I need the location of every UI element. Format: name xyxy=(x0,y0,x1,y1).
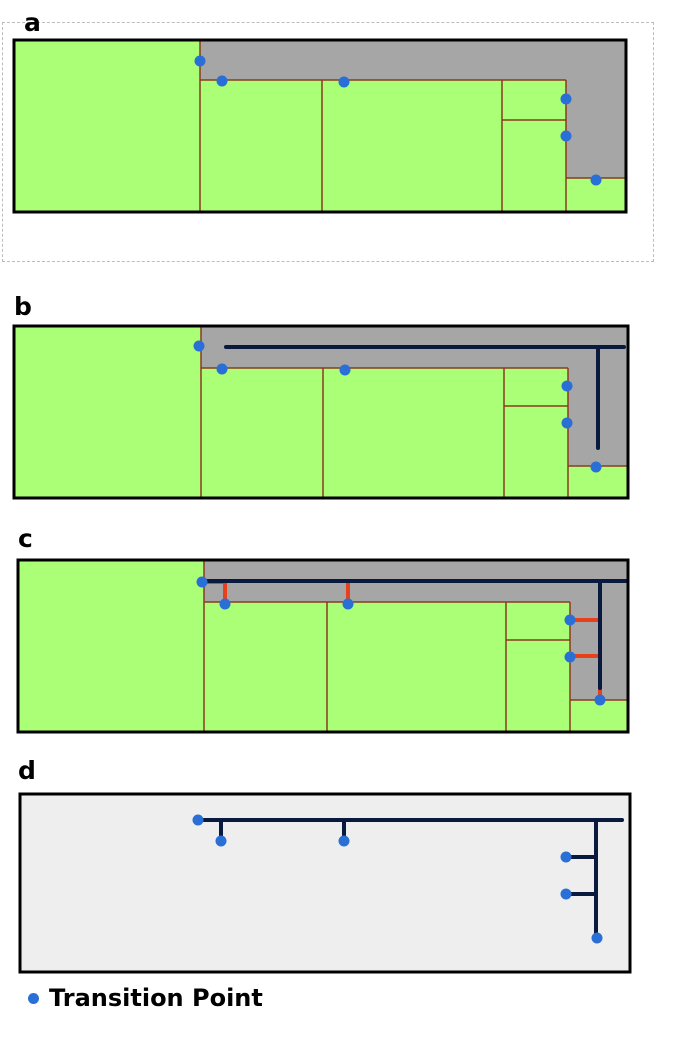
transition-point xyxy=(192,814,204,826)
transition-point xyxy=(560,851,572,863)
panel-a-dashed-frame xyxy=(2,22,654,262)
transition-point xyxy=(216,75,228,87)
transition-point xyxy=(561,417,573,429)
panel-b-diagram xyxy=(12,324,630,500)
panel-label-d: d xyxy=(18,756,36,785)
transition-point xyxy=(194,55,206,67)
panel-c-corridor xyxy=(204,560,628,700)
panel-d-transition-points xyxy=(192,814,603,944)
legend-label: Transition Point xyxy=(49,984,263,1012)
transition-point xyxy=(342,598,354,610)
transition-point xyxy=(590,461,602,473)
transition-point xyxy=(196,576,208,588)
transition-point xyxy=(561,380,573,392)
panel-c-frame xyxy=(16,558,630,734)
transition-point xyxy=(216,363,228,375)
transition-point xyxy=(590,174,602,186)
panel-d-diagram xyxy=(18,792,632,974)
transition-point xyxy=(219,598,231,610)
transition-point xyxy=(560,93,572,105)
transition-point xyxy=(338,76,350,88)
transition-point xyxy=(338,835,350,847)
panel-b-path xyxy=(224,345,626,450)
transition-point xyxy=(339,364,351,376)
transition-point xyxy=(591,932,603,944)
panel-a-walls xyxy=(199,40,626,212)
transition-point xyxy=(215,835,227,847)
transition-point xyxy=(560,888,572,900)
transition-point xyxy=(564,651,576,663)
legend: Transition Point xyxy=(28,984,263,1012)
panel-c-path xyxy=(204,579,628,690)
transition-point xyxy=(564,614,576,626)
panel-b-walls xyxy=(200,326,628,498)
transition-point xyxy=(560,130,572,142)
panel-b-corridor xyxy=(201,326,628,466)
transition-point-legend-icon xyxy=(28,992,39,1004)
panel-c-diagram xyxy=(16,558,630,734)
transition-point xyxy=(594,694,606,706)
panel-d-frame xyxy=(18,792,632,974)
panel-label-b: b xyxy=(14,292,32,321)
panel-b-frame xyxy=(12,324,630,500)
panel-c-transition-points xyxy=(196,576,606,706)
panel-b-transition-points xyxy=(193,340,602,473)
panel-a-diagram xyxy=(12,38,628,214)
transition-point xyxy=(193,340,205,352)
panel-a-transition-points xyxy=(194,55,602,186)
panel-a-corridor xyxy=(200,40,626,178)
panel-label-a: a xyxy=(24,8,41,37)
panel-a-frame xyxy=(12,38,628,214)
panel-label-c: c xyxy=(18,524,33,553)
